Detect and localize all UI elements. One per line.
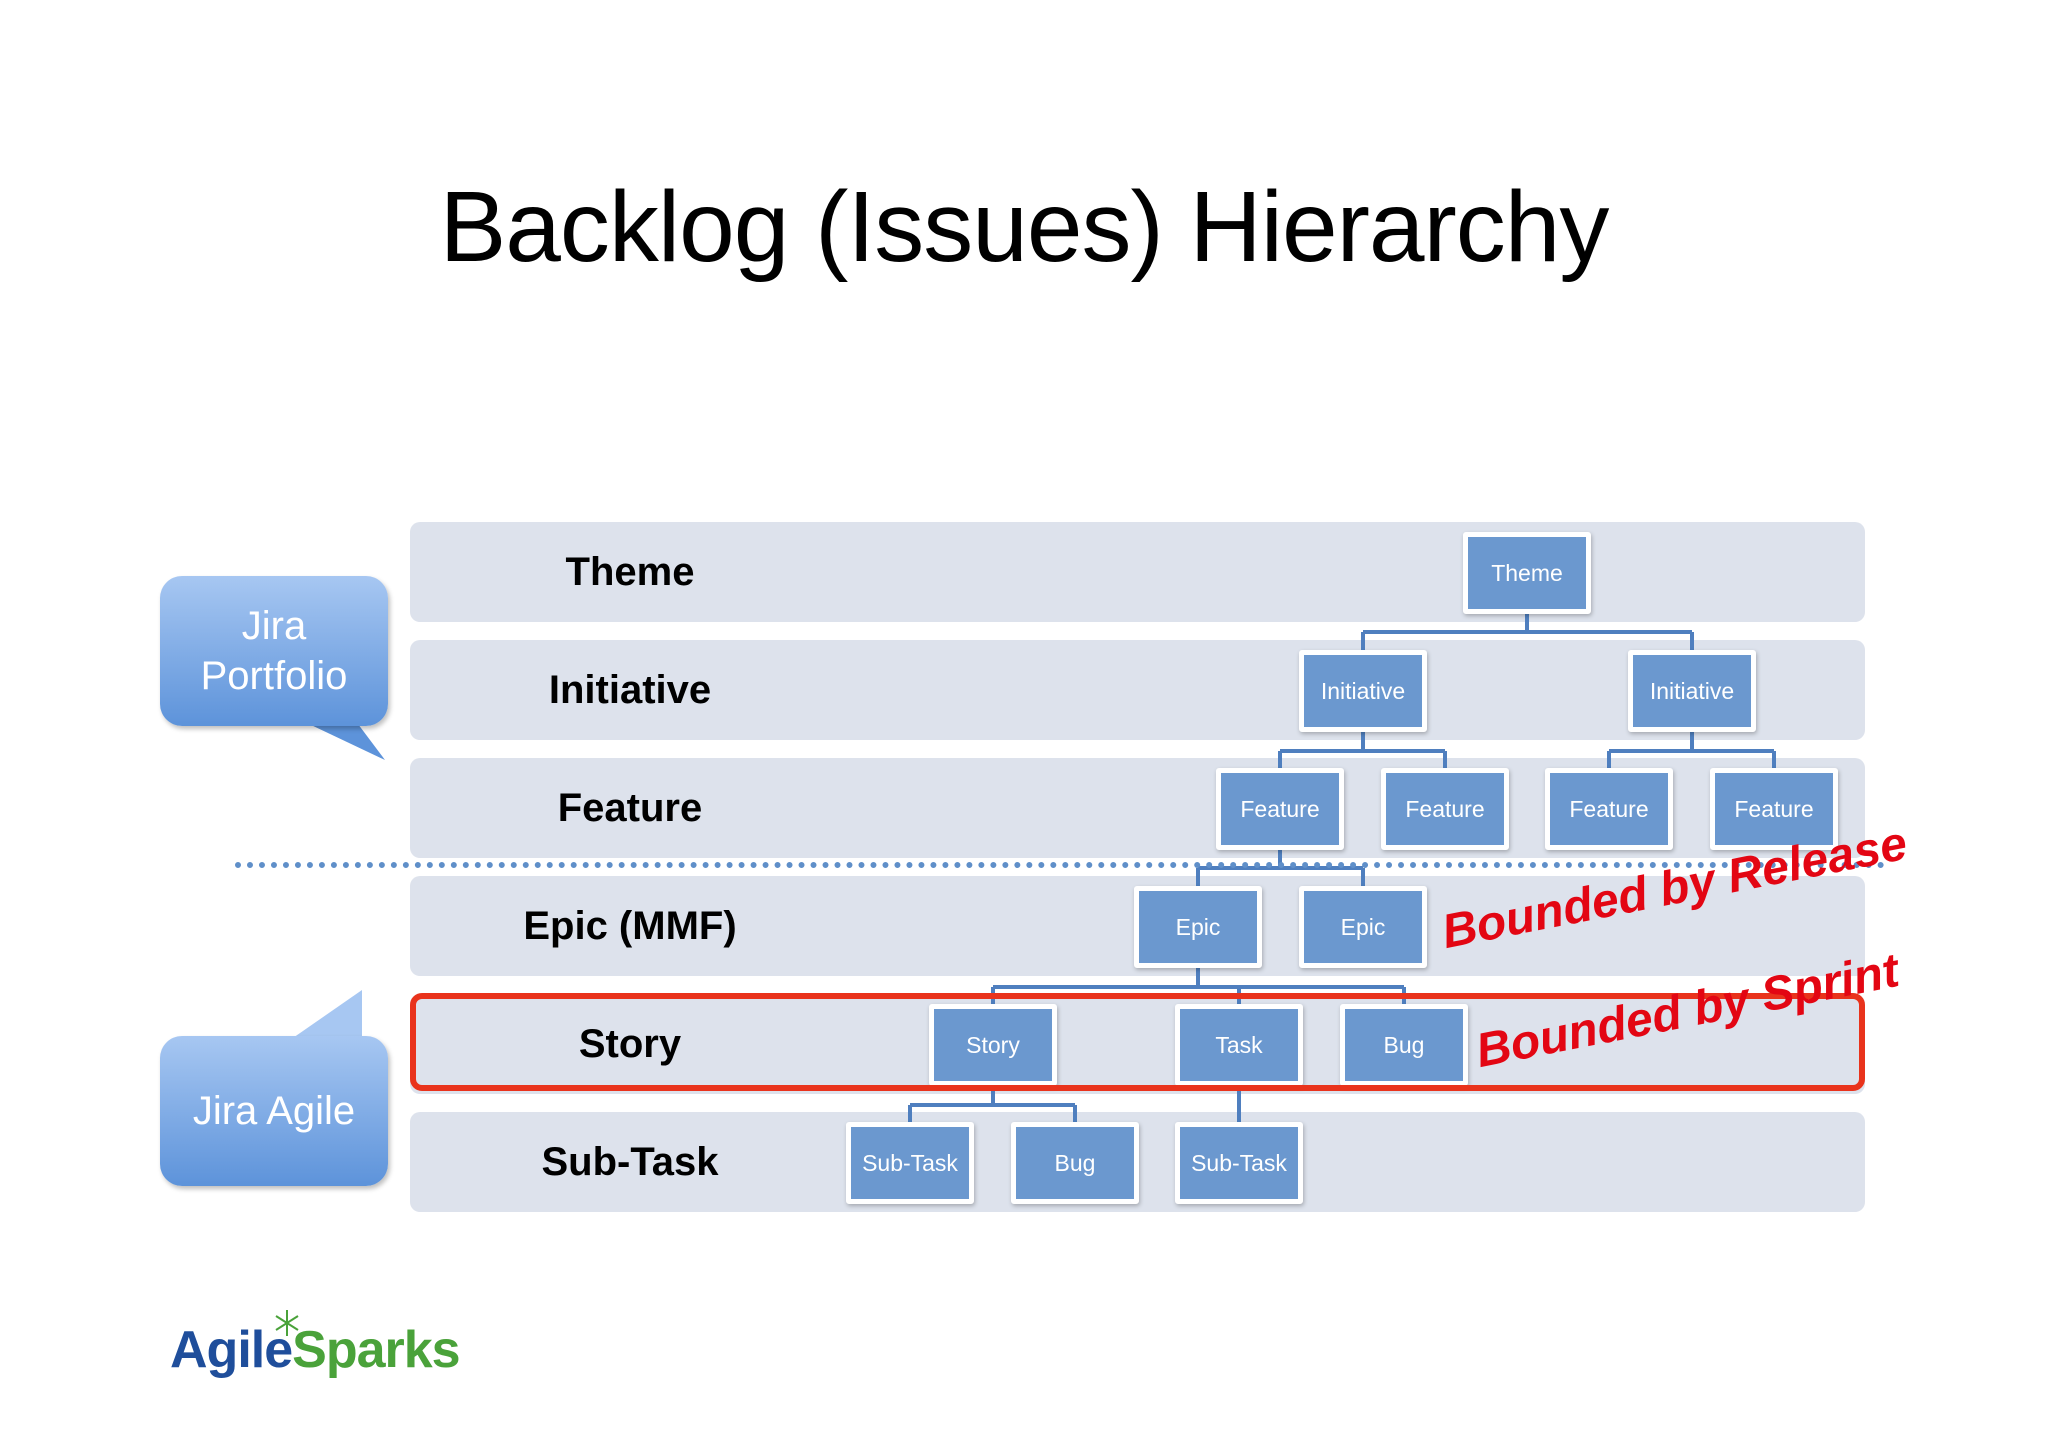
node-feature-4: Feature xyxy=(1710,768,1838,850)
node-feature-3: Feature xyxy=(1545,768,1673,850)
connector-theme-initiatives xyxy=(1361,614,1694,651)
connector-feature1-epics xyxy=(1196,849,1365,887)
node-bug-story-level: Bug xyxy=(1340,1004,1468,1086)
level-label-subtask: Sub-Task xyxy=(541,1140,719,1184)
node-initiative-2: Initiative xyxy=(1628,650,1756,732)
band-theme xyxy=(410,522,1865,622)
connector-initiative1-features xyxy=(1278,731,1447,769)
node-epic-2: Epic xyxy=(1299,886,1427,968)
logo-sparks: Sparks xyxy=(292,1321,460,1379)
level-label-story: Story xyxy=(578,1022,682,1066)
node-subtask-1: Sub-Task xyxy=(846,1122,974,1204)
node-epic-1: Epic xyxy=(1134,886,1262,968)
page-title: Backlog (Issues) Hierarchy xyxy=(439,171,1610,283)
node-feature-2: Feature xyxy=(1381,768,1509,850)
node-feature-1: Feature xyxy=(1216,768,1344,850)
connector-initiative2-features xyxy=(1607,731,1776,769)
jira-portfolio-bubble: Jira Portfolio xyxy=(160,576,388,726)
node-theme: Theme xyxy=(1463,532,1591,614)
jira-agile-bubble: Jira Agile xyxy=(160,1036,388,1186)
band-story xyxy=(410,994,1865,1094)
band-initiative xyxy=(410,640,1865,740)
agilesparks-logo: AgileSparks xyxy=(170,1320,461,1380)
sprint-boundary-box xyxy=(410,993,1865,1091)
level-label-initiative: Initiative xyxy=(548,668,712,712)
level-label-theme: Theme xyxy=(565,550,695,594)
node-story: Story xyxy=(929,1004,1057,1086)
level-label-epic: Epic (MMF) xyxy=(523,904,737,948)
node-task: Task xyxy=(1175,1004,1303,1086)
sparkle-icon xyxy=(275,1310,299,1336)
jira-agile-text: Jira Agile xyxy=(192,1089,356,1133)
connector-story-children xyxy=(908,1085,1077,1123)
node-bug-subtask-level: Bug xyxy=(1011,1122,1139,1204)
jira-portfolio-text: Jira Portfolio xyxy=(200,604,348,698)
level-label-feature: Feature xyxy=(557,786,703,830)
portfolio-agile-divider xyxy=(235,862,1885,868)
node-subtask-2: Sub-Task xyxy=(1175,1122,1303,1204)
node-initiative-1: Initiative xyxy=(1299,650,1427,732)
logo-agile: Agile xyxy=(170,1321,293,1379)
